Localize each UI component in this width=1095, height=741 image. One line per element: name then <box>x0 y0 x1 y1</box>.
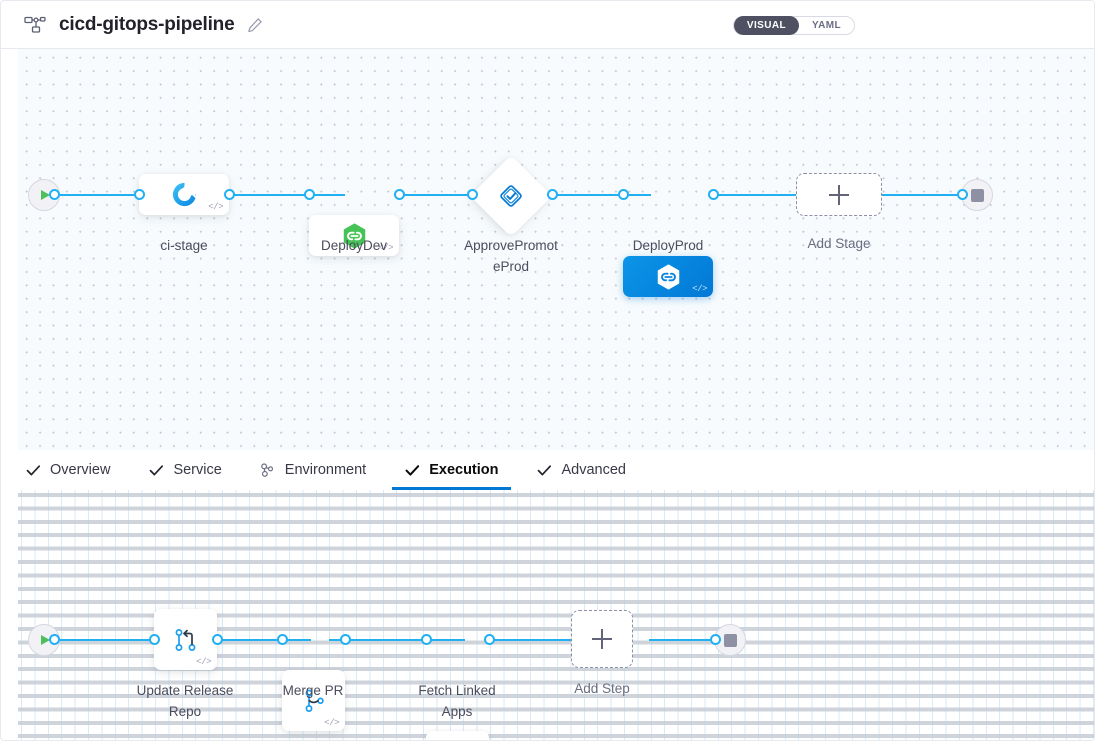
wire-step-start-to-update <box>51 639 179 641</box>
add-stage-label: Add Stage <box>807 236 871 251</box>
step-fetch-in-port[interactable] <box>421 634 432 645</box>
step-end-port[interactable] <box>710 634 721 645</box>
stage-deploydev-out-port[interactable] <box>394 189 405 200</box>
code-flag: </> <box>692 284 707 294</box>
wire-start-to-ci <box>51 194 179 196</box>
stage-label-line-2: eProd <box>492 259 530 274</box>
code-flag: </> <box>378 243 393 253</box>
step-canvas[interactable]: </> Update Release Repo </> Merge PR <box>18 490 1094 740</box>
stage-ci-in-port[interactable] <box>134 189 145 200</box>
play-triangle <box>41 635 50 645</box>
step-update-out-port[interactable] <box>212 634 223 645</box>
tab-label-service: Service <box>173 462 222 478</box>
code-flag: </> <box>324 718 339 728</box>
header-bar: cicd-gitops-pipeline VISUAL YAML <box>1 1 1094 49</box>
approval-diamond[interactable] <box>469 154 553 238</box>
tab-label-overview: Overview <box>50 462 111 478</box>
code-flag: </> <box>208 202 223 212</box>
page-title: cicd-gitops-pipeline <box>59 13 235 35</box>
stage-node-approvepromoteprod[interactable] <box>469 154 553 238</box>
step-start-port[interactable] <box>49 634 60 645</box>
ci-build-icon <box>171 181 198 208</box>
step-merge-in-port[interactable] <box>277 634 288 645</box>
step-label-line-2: Repo <box>168 704 202 719</box>
stage-config-tabs: Overview Service Environment <box>1 450 1094 490</box>
stage-label-approvepromoteprod: ApprovePromot eProd <box>446 235 576 277</box>
step-node-merge-pr[interactable]: </> <box>282 670 345 731</box>
git-pull-request-icon <box>171 625 201 655</box>
stage-canvas[interactable]: </> ci-stage </> DeployDev <box>18 49 1094 450</box>
tab-service[interactable]: Service <box>148 450 222 490</box>
plus-icon <box>829 184 849 205</box>
step-label-line-1: Fetch Linked <box>418 683 496 698</box>
check-icon <box>404 462 420 478</box>
stage-label-ci-stage: ci-stage <box>160 238 208 253</box>
wire-add-to-end <box>879 194 979 196</box>
stage-ci-out-port[interactable] <box>224 189 235 200</box>
gitops-icon <box>341 222 368 250</box>
pencil-icon[interactable] <box>246 16 264 34</box>
wire-addstep-to-end <box>649 639 733 641</box>
plus-icon <box>592 629 612 649</box>
tab-label-advanced: Advanced <box>561 462 627 478</box>
check-icon <box>537 462 553 478</box>
tab-execution[interactable]: Execution <box>392 450 511 490</box>
wire-fetch-to-addstep <box>485 639 573 641</box>
step-fetch-out-port[interactable] <box>484 634 495 645</box>
approval-icon <box>498 183 524 209</box>
toggle-option-visual[interactable]: VISUAL <box>733 16 799 35</box>
add-stage-button[interactable] <box>796 173 882 216</box>
environment-icon <box>260 462 276 478</box>
stage-appr-in-port[interactable] <box>467 189 478 200</box>
stage-start-port[interactable] <box>49 189 60 200</box>
wire-ci-to-deploydev <box>229 194 345 196</box>
wire-deployprod-to-add <box>709 194 809 196</box>
step-label-line-1: Update Release <box>136 683 234 698</box>
stage-appr-out-port[interactable] <box>547 189 558 200</box>
tab-overview[interactable]: Overview <box>25 450 110 490</box>
step-update-in-port[interactable] <box>149 634 160 645</box>
step-node-fetch-linked-apps[interactable]: </> <box>426 731 489 740</box>
check-icon <box>25 462 41 478</box>
git-branch-icon <box>299 686 329 716</box>
gitops-icon <box>655 263 682 291</box>
tab-environment[interactable]: Environment <box>260 450 366 490</box>
check-icon <box>148 462 164 478</box>
tab-label-environment: Environment <box>284 462 367 478</box>
step-label-line-2: Apps <box>441 704 473 719</box>
stage-deployprod-out-port[interactable] <box>708 189 719 200</box>
tab-advanced[interactable]: Advanced <box>537 450 627 490</box>
pipeline-icon <box>23 13 47 37</box>
add-step-label: Add Step <box>574 681 630 696</box>
toggle-option-yaml[interactable]: YAML <box>811 20 841 31</box>
stop-square <box>723 633 737 647</box>
add-step-button[interactable] <box>571 610 633 668</box>
step-label-fetch-linked-apps: Fetch Linked Apps <box>392 680 522 722</box>
step-node-update-release-repo[interactable]: </> <box>154 609 217 670</box>
stage-node-deployprod[interactable]: </> <box>623 256 713 297</box>
wire-merge-to-fetch <box>329 639 465 641</box>
wire-appr-to-deployprod <box>551 194 651 196</box>
view-mode-toggle[interactable]: VISUAL YAML <box>732 16 855 35</box>
stage-node-ci-stage[interactable]: </> <box>139 174 229 215</box>
stage-node-deploydev[interactable]: </> <box>309 215 399 256</box>
stage-label-line-1: ApprovePromot <box>464 238 558 253</box>
stage-deploydev-in-port[interactable] <box>304 189 315 200</box>
stop-square <box>970 188 984 202</box>
stage-label-deployprod: DeployProd <box>632 238 704 253</box>
stage-end-port[interactable] <box>957 189 968 200</box>
code-flag: </> <box>196 657 211 667</box>
wire-update-to-merge <box>211 639 311 641</box>
wire-deploydev-to-appr <box>397 194 517 196</box>
play-triangle <box>41 190 50 200</box>
step-merge-out-port[interactable] <box>340 634 351 645</box>
stage-deployprod-in-port[interactable] <box>618 189 629 200</box>
tab-label-execution: Execution <box>429 462 499 478</box>
step-label-update-release-repo: Update Release Repo <box>120 680 250 722</box>
